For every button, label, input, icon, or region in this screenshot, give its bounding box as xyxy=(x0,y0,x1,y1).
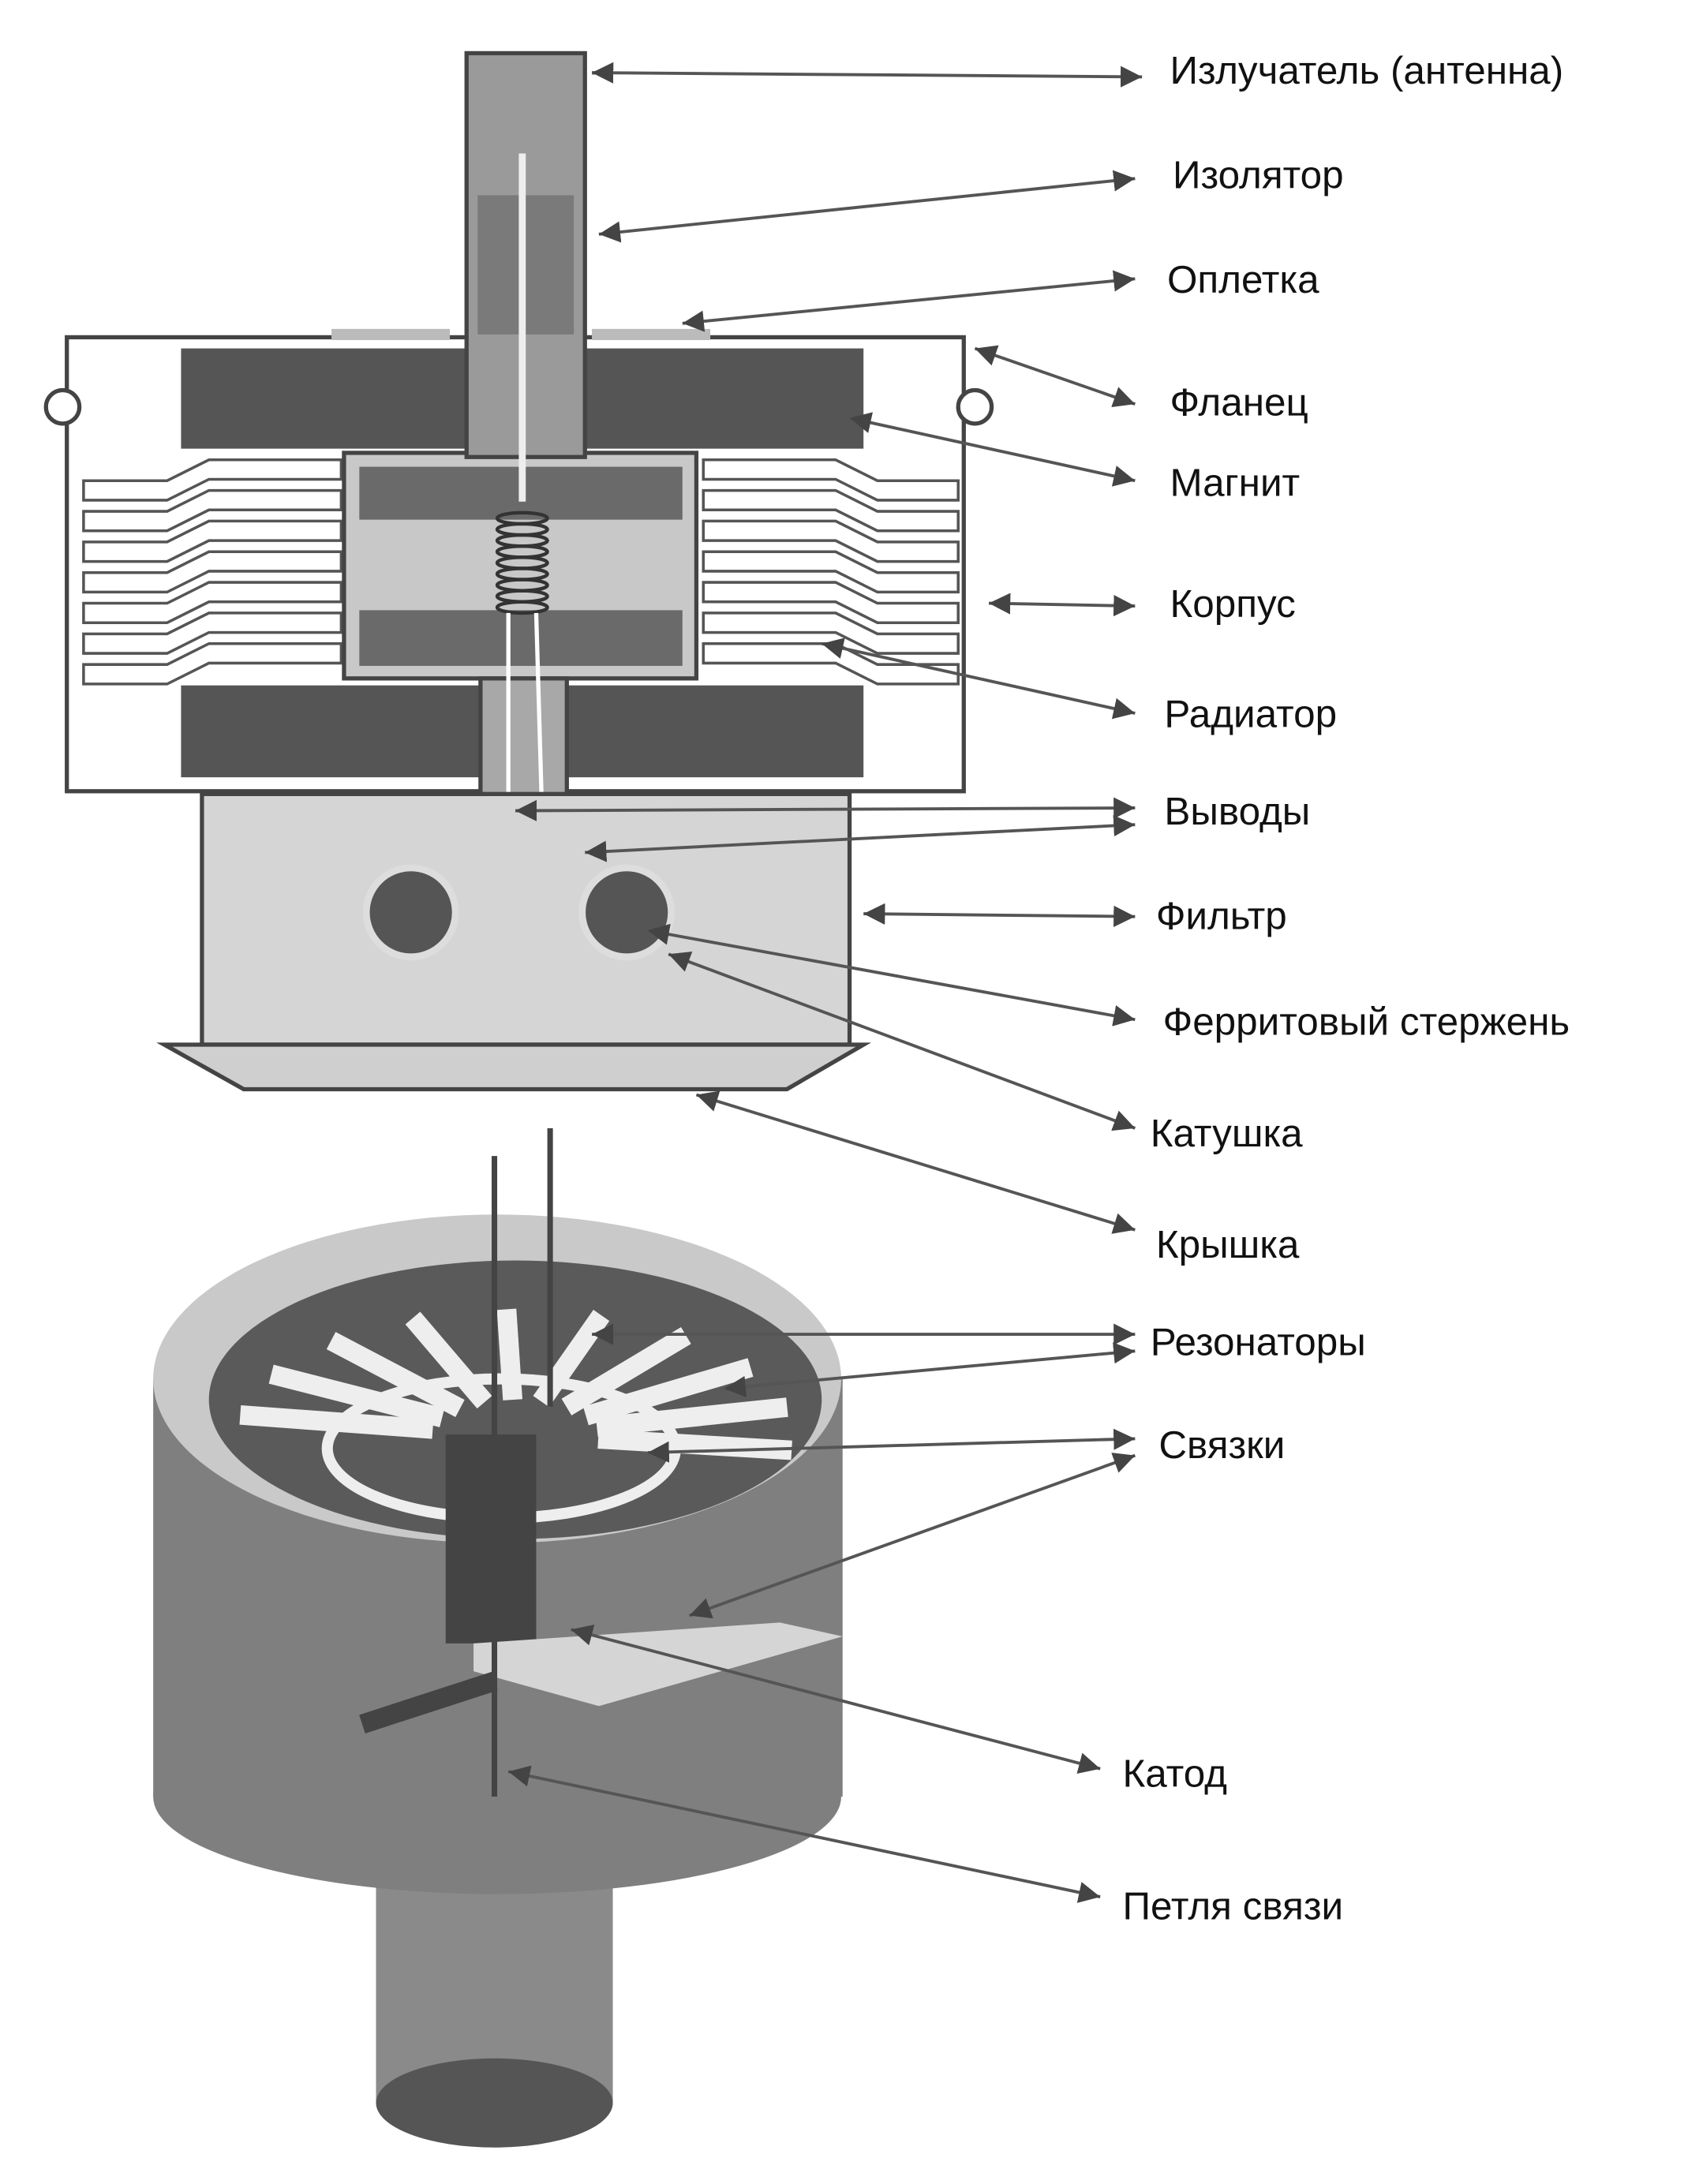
radiator-fin xyxy=(82,641,343,686)
label-radiator: Радиатор xyxy=(1164,693,1337,736)
cathode-spiral xyxy=(495,510,549,615)
leader-arrow xyxy=(849,412,1136,487)
label-filter: Фильтр xyxy=(1156,895,1287,938)
leader-arrow xyxy=(989,593,1136,617)
leader-arrow xyxy=(647,1428,1136,1463)
label-flange: Фланец xyxy=(1170,380,1308,424)
leader-arrow xyxy=(515,797,1136,821)
leader-arrow xyxy=(682,270,1136,332)
resonator-vane xyxy=(496,1308,522,1401)
leader-arrow xyxy=(695,1090,1136,1234)
radiator-fin xyxy=(82,519,343,563)
radiator-fin xyxy=(82,611,343,655)
label-coupling-loop: Петля связи xyxy=(1122,1884,1343,1928)
radiator-fins-left xyxy=(82,458,343,686)
resonator-vane xyxy=(268,1364,445,1427)
cover xyxy=(156,1042,872,1092)
radiator-fin xyxy=(82,550,343,594)
leader-arrow xyxy=(688,1453,1136,1619)
radiator-fin xyxy=(82,581,343,625)
label-braid: Оплетка xyxy=(1167,258,1319,301)
leader-arrow xyxy=(974,345,1136,408)
label-cathode: Катод xyxy=(1122,1752,1226,1796)
filter-box xyxy=(200,791,852,1047)
leader-arrow xyxy=(863,903,1136,927)
anode-block-cutaway xyxy=(153,1128,843,2148)
radiator-fin xyxy=(702,519,960,563)
ferrite-rod-left xyxy=(362,864,459,961)
leader-arrow xyxy=(507,1765,1101,1903)
flange-plate-right xyxy=(592,328,711,340)
label-cover: Крышка xyxy=(1156,1223,1300,1266)
labels: Излучатель (антенна) Изолятор Оплетка Фл… xyxy=(1122,49,1570,1928)
leader-arrow xyxy=(821,638,1136,720)
cathode xyxy=(445,1434,537,1644)
leader-arrow xyxy=(598,170,1136,243)
leader-arrow xyxy=(571,1625,1101,1774)
resonator-vane xyxy=(561,1327,691,1415)
resonator-vane xyxy=(596,1397,788,1437)
label-coil: Катушка xyxy=(1151,1112,1303,1155)
radiator-fin xyxy=(702,581,960,625)
leader-arrows xyxy=(507,62,1143,1903)
magnetron-cross-section xyxy=(43,50,994,1092)
leader-arrow xyxy=(585,814,1136,862)
anode-lower-pole xyxy=(359,610,683,666)
resonator-vane xyxy=(405,1311,492,1409)
label-insulator: Изолятор xyxy=(1173,154,1344,197)
label-straps: Связки xyxy=(1158,1423,1285,1467)
radiator-fin xyxy=(82,458,343,502)
ferrite-rod-right xyxy=(578,864,676,961)
radiator-fin xyxy=(702,488,960,533)
bolt-left xyxy=(43,387,82,426)
label-ferrite: Ферритовый стержень xyxy=(1163,1000,1570,1044)
label-housing: Корпус xyxy=(1170,582,1295,626)
coupling-loop xyxy=(359,1671,498,1733)
radiator-fin xyxy=(702,550,960,594)
resonator-vane xyxy=(326,1332,465,1417)
leader-arrow xyxy=(592,62,1143,88)
radiator-fin xyxy=(82,488,343,533)
label-resonators: Резонаторы xyxy=(1151,1321,1366,1364)
label-magnet: Магнит xyxy=(1170,462,1300,505)
resonator-vane xyxy=(582,1358,754,1426)
leader-arrow xyxy=(724,1342,1136,1397)
radiator-fins-right xyxy=(702,458,960,686)
lower-tube-bottom xyxy=(376,2058,613,2148)
label-leads: Выводы xyxy=(1164,790,1310,833)
label-emitter: Излучатель (антенна) xyxy=(1170,49,1563,92)
flange-plate-left xyxy=(331,328,451,340)
bolt-right xyxy=(956,387,994,426)
spiral-turn xyxy=(495,600,549,615)
